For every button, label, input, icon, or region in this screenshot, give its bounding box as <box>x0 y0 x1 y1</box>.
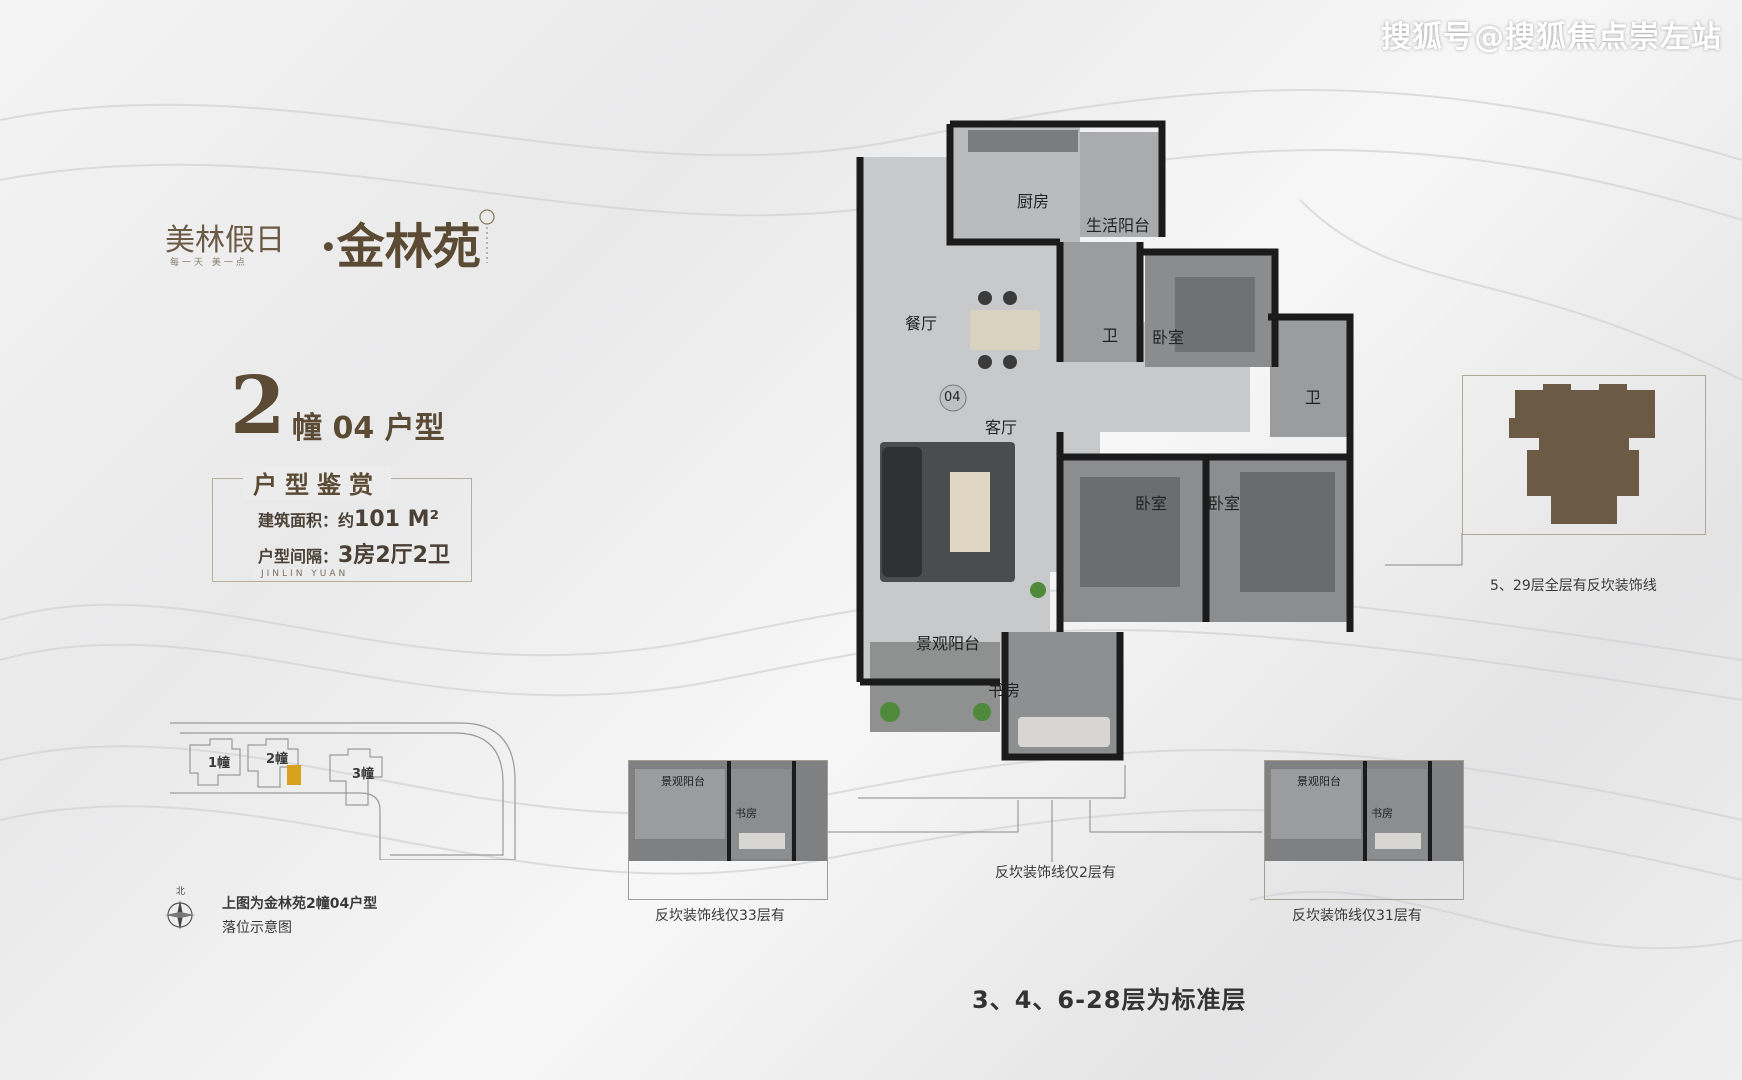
brand-logo: 美林假日 每一天 美一点 ·金林苑 <box>160 205 500 275</box>
room-bedroom-1: 卧室 <box>1152 328 1185 347</box>
spec-footer: JINLIN YUAN <box>253 569 357 579</box>
unit-badge-label: 04 <box>944 390 961 405</box>
inset-left-caption: 反坎装饰线仅33层有 <box>655 908 785 924</box>
room-bedroom-3: 卧室 <box>1208 494 1241 513</box>
key-plan <box>1462 375 1706 535</box>
unit-highlight <box>287 765 301 785</box>
spec-area-value: 101 M² <box>354 507 440 532</box>
standard-floors-note: 3、4、6-28层为标准层 <box>972 986 1247 1014</box>
key-plan-building <box>1509 384 1655 524</box>
inset-middle-caption: 反坎装饰线仅2层有 <box>995 865 1116 881</box>
site-building-2: 2幢 <box>266 752 289 767</box>
room-bath-2: 卫 <box>1305 388 1322 407</box>
spec-area-label: 建筑面积：约 <box>258 511 355 530</box>
inset-right: 景观阳台 书房 <box>1264 760 1464 900</box>
unit-building-number: 2 <box>230 358 286 452</box>
site-building-3: 3幢 <box>352 767 375 782</box>
key-plan-caption: 5、29层全层有反坎装饰线 <box>1490 578 1657 594</box>
brand-slogan: 每一天 美一点 <box>170 258 248 268</box>
room-kitchen: 厨房 <box>1017 192 1050 211</box>
room-study: 书房 <box>988 681 1021 700</box>
floor-plan-drawing <box>856 120 1354 761</box>
inset-left-study: 书房 <box>735 807 757 820</box>
brand-left-name: 美林假日 <box>165 223 285 258</box>
inset-left-balcony: 景观阳台 <box>661 775 705 788</box>
inset-right-study: 书房 <box>1371 807 1393 820</box>
spec-area: 建筑面积：约101 M² <box>258 507 439 532</box>
watermark: 搜狐号@搜狐焦点崇左站 <box>1381 20 1722 55</box>
room-living: 客厅 <box>985 418 1018 437</box>
spec-heading: 户型鉴赏 <box>243 465 391 500</box>
brand-right-name: ·金林苑 <box>320 207 481 277</box>
site-plan-drawing <box>170 722 516 861</box>
room-bedroom-2: 卧室 <box>1135 494 1168 513</box>
brand-separator: · <box>320 219 337 275</box>
room-service-balcony: 生活阳台 <box>1086 216 1151 235</box>
compass-icon: 北 <box>163 887 197 932</box>
site-caption-line-1: 上图为金林苑2幢04户型 <box>222 896 378 912</box>
room-bath-1: 卫 <box>1102 326 1119 345</box>
site-plan: 1幢 2幢 3幢 <box>170 705 520 861</box>
inset-right-caption: 反坎装饰线仅31层有 <box>1292 908 1422 924</box>
compass-north-label: 北 <box>176 887 186 897</box>
room-dining: 餐厅 <box>905 314 938 333</box>
floor-plan: 04 厨房 生活阳台 餐厅 客厅 卫 卧室 卫 卧室 卧室 景观阳台 书房 <box>850 112 1390 772</box>
site-caption-line-2: 落位示意图 <box>222 920 292 936</box>
unit-badge <box>939 384 967 412</box>
unit-title: 2 幢 04 户型 <box>230 358 445 452</box>
room-view-balcony: 景观阳台 <box>916 634 981 653</box>
brand-project-name: 金林苑 <box>336 219 481 275</box>
spec-layout: 户型间隔：3房2厅2卫 <box>258 537 450 569</box>
site-building-1: 1幢 <box>208 756 231 771</box>
brand-seal-icon <box>479 209 495 263</box>
unit-name: 幢 04 户型 <box>292 411 445 446</box>
inset-left: 景观阳台 书房 <box>628 760 828 900</box>
site-caption: 上图为金林苑2幢04户型 落位示意图 <box>222 892 377 940</box>
spec-layout-value: 3房2厅2卫 <box>338 543 450 568</box>
spec-box: 户型鉴赏 建筑面积：约101 M² 户型间隔：3房2厅2卫 JINLIN YUA… <box>212 465 472 582</box>
spec-layout-label: 户型间隔： <box>258 547 339 566</box>
inset-right-balcony: 景观阳台 <box>1297 775 1341 788</box>
